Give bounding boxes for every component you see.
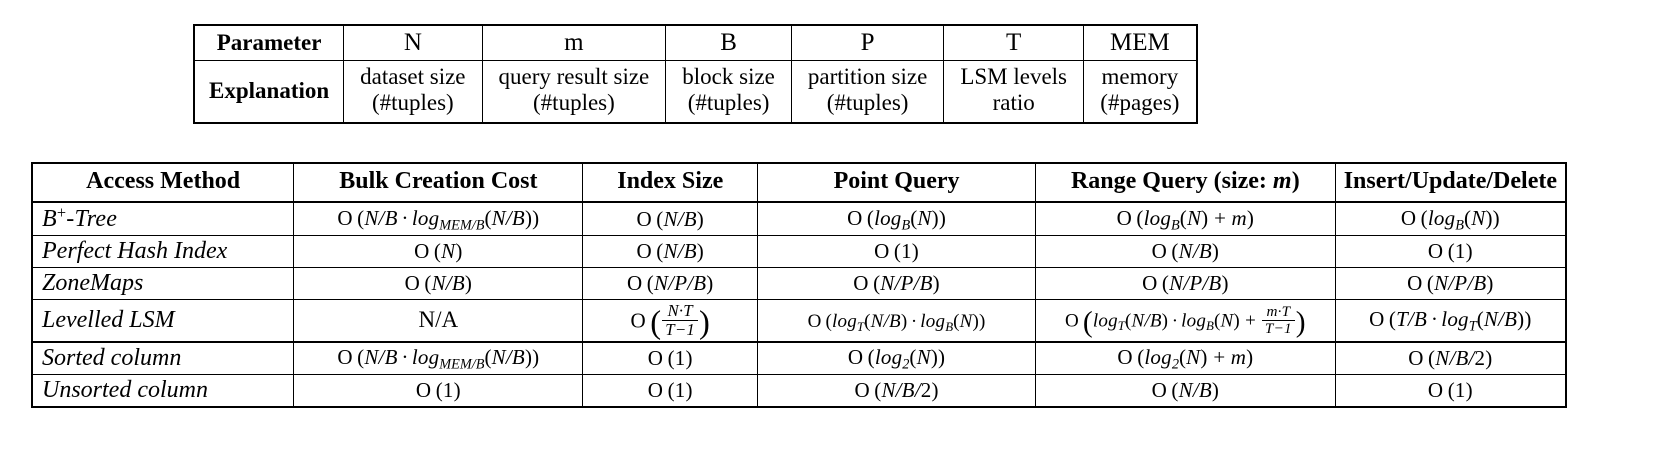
cell-insert-update-delete: O (1) [1334,373,1567,408]
column-header-insert-update-delete: Insert/Update/Delete [1334,162,1567,203]
parameter-explanation-n: dataset size (#tuples) [343,59,483,124]
cell-index-size: O (N/B) [582,201,759,237]
range-query-label-var: m [1272,168,1292,194]
parameter-symbol-n: N [343,24,483,61]
row-label-zonemaps: ZoneMaps [31,267,295,301]
explanation-line-2: (#tuples) [533,89,615,115]
cell-bulk-creation-cost: N/A [293,299,584,343]
cell-point-query: O (N/B/2) [757,373,1037,408]
parameter-explanation-m: query result size (#tuples) [481,59,667,124]
table-row: Sorted column O (N/B · logMEM/B(N/B)) O … [31,340,1567,375]
parameter-table: Parameter N m B P T MEM Explanation data… [193,24,1198,124]
cell-range-query: O (logB(N) + m) [1035,201,1336,237]
cell-insert-update-delete: O (T/B · logT(N/B)) [1334,299,1567,343]
explanation-line-1: query result size [498,64,650,89]
cell-insert-update-delete: O (logB(N)) [1334,201,1567,237]
explanation-line-1: LSM levels [960,64,1068,89]
cell-insert-update-delete: O (1) [1334,235,1567,269]
cell-bulk-creation-cost: O (N/B · logMEM/B(N/B)) [293,201,584,237]
cell-point-query: O (1) [757,235,1037,269]
explanation-line-2: (#tuples) [687,89,770,115]
method-name-math: B+-Tree [42,203,118,233]
cell-range-query: O (log2(N) + m) [1035,340,1336,375]
cell-bulk-creation-cost: O (N/B · logMEM/B(N/B)) [293,340,584,375]
access-method-table-container: Access Method Bulk Creation Cost Index S… [31,162,1567,408]
parameter-symbol-p: P [790,24,945,61]
value-not-applicable: N/A [418,307,459,333]
parameter-explanation-mem: memory (#pages) [1083,59,1198,124]
parameter-symbol-mem: MEM [1083,24,1198,61]
column-header-index-size: Index Size [582,162,759,203]
table-row: B+-Tree O (N/B · logMEM/B(N/B)) O (N/B) … [31,201,1567,237]
cell-bulk-creation-cost: O (1) [293,373,584,408]
parameter-row-label: Parameter [193,24,345,61]
explanation-line-2: (#tuples) [826,89,909,115]
column-header-range-query: Range Query (size: m) [1035,162,1336,203]
cell-index-size: O (N/P/B) [582,267,759,301]
cell-range-query: O (N/P/B) [1035,267,1336,301]
cell-bulk-creation-cost: O (N) [293,235,584,269]
column-header-access-method: Access Method [31,162,295,203]
column-header-point-query: Point Query [757,162,1037,203]
parameter-explanation-t: LSM levels ratio [943,59,1085,124]
explanation-line-2: ratio [992,89,1035,115]
table-header-row: Access Method Bulk Creation Cost Index S… [31,162,1567,203]
row-label-b-plus-tree: B+-Tree [31,201,295,237]
cell-point-query: O (logB(N)) [757,201,1037,237]
range-query-label-prefix: Range Query (size: [1070,168,1273,194]
explanation-line-1: partition size [807,64,928,89]
access-method-table: Access Method Bulk Creation Cost Index S… [31,162,1567,408]
table-row: Unsorted column O (1) O (1) O (N/B/2) O … [31,373,1567,408]
method-superscript: + [56,203,67,222]
cell-insert-update-delete: O (N/B/2) [1334,340,1567,375]
parameter-explanation-p: partition size (#tuples) [790,59,945,124]
cell-point-query: O (log2(N)) [757,340,1037,375]
parameter-table-container: Parameter N m B P T MEM Explanation data… [193,24,1198,124]
parameter-symbol-b: B [665,24,792,61]
cell-range-query: O (N/B) [1035,373,1336,408]
cell-index-size: O (1) [582,373,759,408]
row-label-levelled-lsm: Levelled LSM [31,299,295,343]
row-label-perfect-hash-index: Perfect Hash Index [31,235,295,269]
explanation-line-1: block size [682,64,775,89]
explanation-line-2: (#tuples) [371,89,454,115]
column-header-bulk-creation-cost: Bulk Creation Cost [293,162,584,203]
table-row: ZoneMaps O (N/B) O (N/P/B) O (N/P/B) O (… [31,267,1567,301]
explanation-row-label: Explanation [193,59,345,124]
row-label-sorted-column: Sorted column [31,340,295,375]
explanation-line-1: dataset size [360,64,466,89]
cell-point-query: O (N/P/B) [757,267,1037,301]
cell-index-size: O (N/B) [582,235,759,269]
explanation-line-2: (#pages) [1100,89,1180,115]
method-suffix: -Tree [66,206,118,233]
parameter-symbol-m: m [481,24,667,61]
row-label-unsorted-column: Unsorted column [31,373,295,408]
table-row-explanation: Explanation dataset size (#tuples) query… [193,59,1198,124]
explanation-line-1: memory [1101,64,1179,89]
cell-bulk-creation-cost: O (N/B) [293,267,584,301]
parameter-explanation-b: block size (#tuples) [665,59,792,124]
table-row: Perfect Hash Index O (N) O (N/B) O (1) O… [31,235,1567,269]
cell-point-query: O (logT(N/B) · logB(N)) [757,299,1037,343]
range-query-label-suffix: ) [1291,168,1300,194]
cell-insert-update-delete: O (N/P/B) [1334,267,1567,301]
cell-index-size: O (1) [582,340,759,375]
table-row-parameter: Parameter N m B P T MEM [193,24,1198,61]
parameter-symbol-t: T [943,24,1085,61]
cell-range-query: O (N/B) [1035,235,1336,269]
